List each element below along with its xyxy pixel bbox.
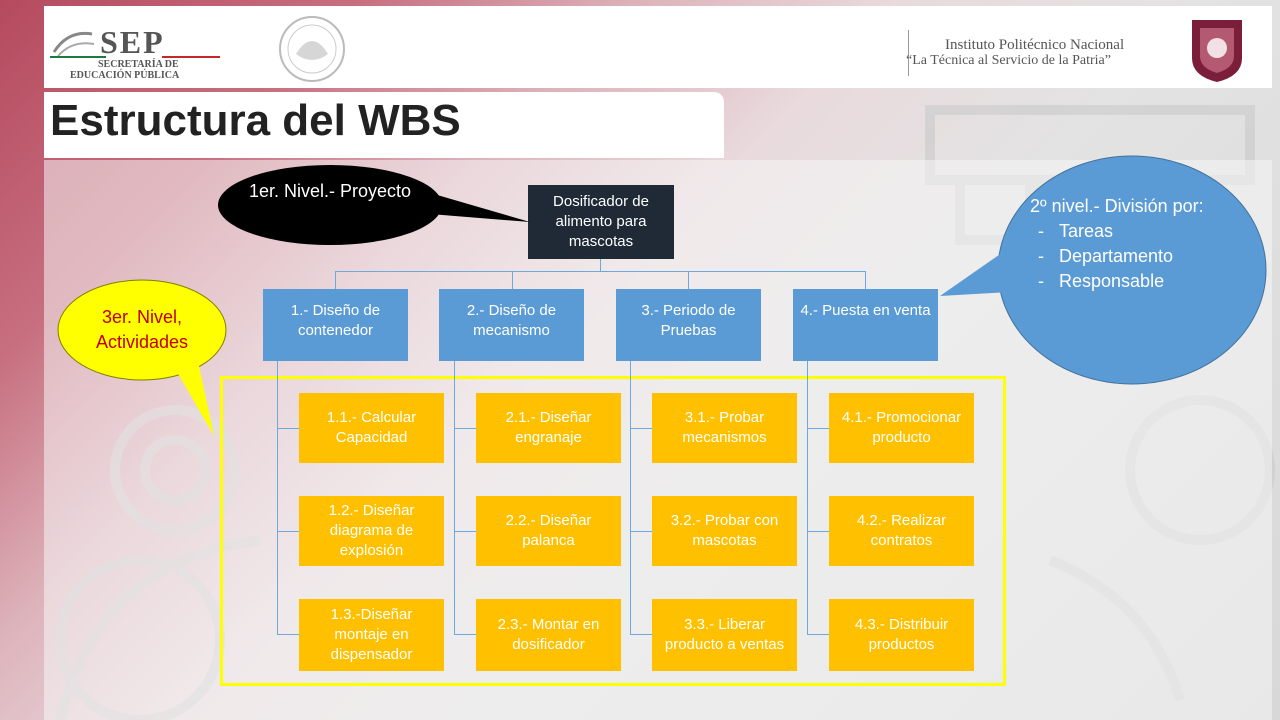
tick-3-1 — [630, 428, 652, 429]
callout-level3-text: 3er. Nivel, Actividades — [95, 307, 189, 352]
wbs-task-2-3: 2.3.- Montar en dosificador — [476, 599, 621, 671]
wbs-task-3-3: 3.3.- Liberar producto a ventas — [652, 599, 797, 671]
sep-eagle-icon — [52, 31, 95, 57]
tick-3-3 — [630, 634, 652, 635]
wbs-branch-2: 2.- Diseño de mecanismo — [439, 289, 584, 361]
callout-level2-title: 2º nivel.- División por: — [1030, 196, 1204, 216]
callout-level2-item: Tareas — [1030, 219, 1230, 244]
wbs-task-4-3: 4.3.- Distribuir productos — [829, 599, 974, 671]
wbs-task-2-2: 2.2.- Diseñar palanca — [476, 496, 621, 566]
sep-logo — [48, 18, 223, 84]
connector-branch-1 — [335, 271, 336, 289]
connector-branch-4 — [865, 271, 866, 289]
wbs-task-1-2: 1.2.- Diseñar diagrama de explosión — [299, 496, 444, 566]
tick-4-2 — [807, 531, 829, 532]
spine-branch-3 — [630, 361, 631, 634]
tick-2-2 — [454, 531, 476, 532]
tick-4-1 — [807, 428, 829, 429]
callout-level2-item: Departamento — [1030, 244, 1230, 269]
spine-branch-1 — [277, 361, 278, 634]
wbs-root-node: Dosificador de alimento para mascotas — [528, 185, 674, 259]
level2-bus — [335, 271, 865, 272]
callout-level2-text: 2º nivel.- División por: Tareas Departam… — [1030, 194, 1230, 294]
wbs-task-1-3: 1.3.-Diseñar montaje en dispensador — [299, 599, 444, 671]
wbs-branch-4: 4.- Puesta en venta — [793, 289, 938, 361]
national-seal-icon — [279, 16, 345, 82]
sep-subtitle-2: EDUCACIÓN PÚBLICA — [70, 70, 180, 81]
tick-4-3 — [807, 634, 829, 635]
wbs-task-3-1: 3.1.- Probar mecanismos — [652, 393, 797, 463]
spine-branch-4 — [807, 361, 808, 634]
root-connector — [600, 259, 601, 271]
tick-1-1 — [277, 428, 299, 429]
wbs-task-1-1: 1.1.- Calcular Capacidad — [299, 393, 444, 463]
connector-branch-3 — [688, 271, 689, 289]
wbs-task-2-1: 2.1.- Diseñar engranaje — [476, 393, 621, 463]
wbs-task-4-1: 4.1.- Promocionar producto — [829, 393, 974, 463]
spine-branch-2 — [454, 361, 455, 634]
slide-title: Estructura del WBS — [50, 96, 461, 145]
tick-2-3 — [454, 634, 476, 635]
wbs-branch-1: 1.- Diseño de contenedor — [263, 289, 408, 361]
tick-1-3 — [277, 634, 299, 635]
title-bar: Estructura del WBS — [44, 92, 724, 158]
wbs-task-3-2: 3.2.- Probar con mascotas — [652, 496, 797, 566]
header-band — [44, 6, 1272, 88]
ipn-divider — [908, 30, 909, 76]
wbs-branch-3: 3.- Periodo de Pruebas — [616, 289, 761, 361]
tick-2-1 — [454, 428, 476, 429]
level3-highlight-frame — [220, 376, 1006, 686]
tick-3-2 — [630, 531, 652, 532]
callout-level2-list: Tareas Departamento Responsable — [1030, 219, 1230, 294]
sep-subtitle-1: SECRETARÍA DE — [98, 59, 179, 70]
ipn-name: Instituto Politécnico Nacional — [945, 37, 1125, 53]
callout-level1-text: 1er. Nivel.- Proyecto — [248, 181, 412, 201]
wbs-task-4-2: 4.2.- Realizar contratos — [829, 496, 974, 566]
sep-wordmark: SEP — [100, 24, 165, 60]
connector-branch-2 — [512, 271, 513, 289]
tick-1-2 — [277, 531, 299, 532]
sep-flag-line — [50, 56, 220, 58]
ipn-logo-icon — [1192, 20, 1242, 82]
callout-level2-item: Responsable — [1030, 269, 1230, 294]
ipn-motto: “La Técnica al Servicio de la Patria” — [906, 53, 1111, 68]
